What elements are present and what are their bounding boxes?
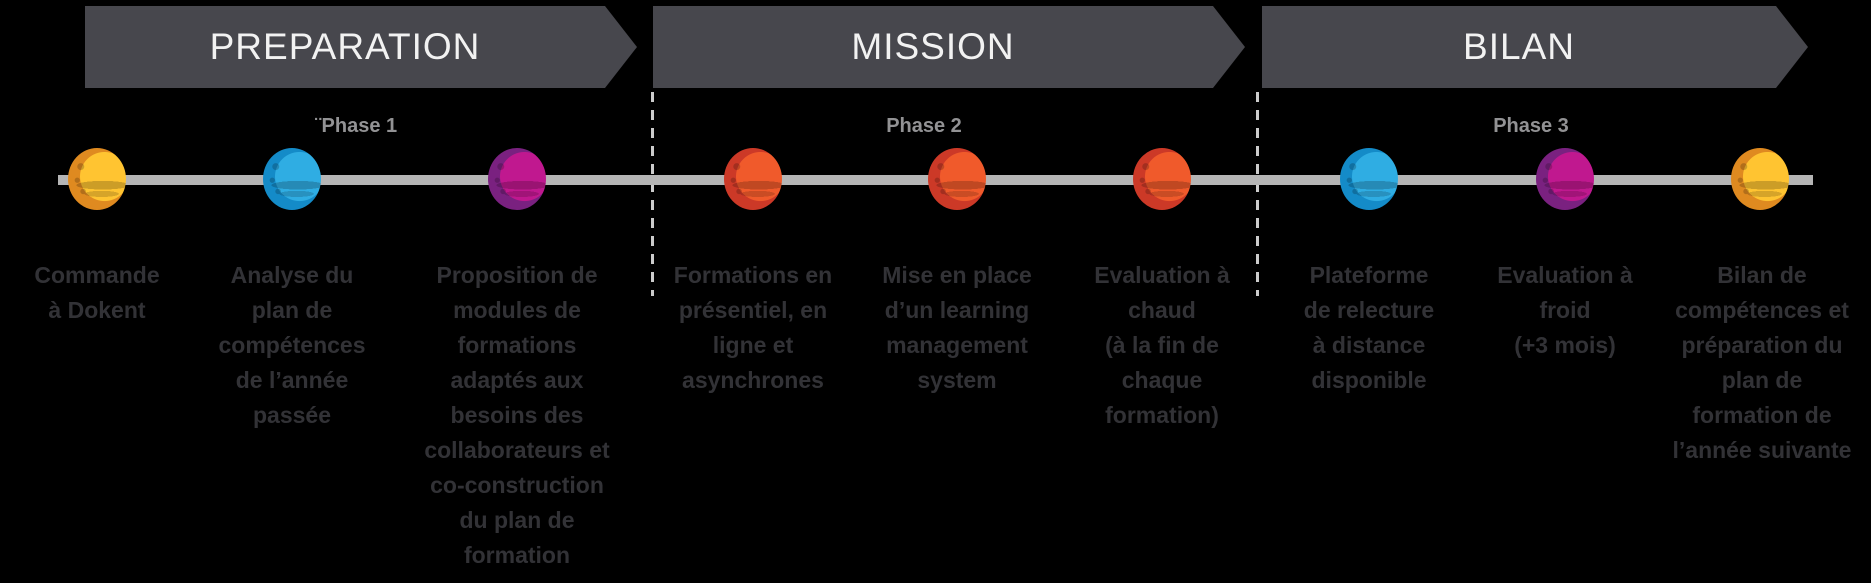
yellow-planet-icon-1 bbox=[68, 148, 126, 210]
step-text-8: Evaluation à froid (+3 mois) bbox=[1497, 262, 1633, 358]
step-text-9: Bilan de compétences et préparation du p… bbox=[1672, 262, 1852, 463]
yellow-planet-icon-9 bbox=[1731, 148, 1789, 210]
red-planet-icon-6 bbox=[1133, 148, 1191, 210]
banner-mission: MISSION bbox=[653, 6, 1245, 88]
step-text-3: Proposition de modules de formations ada… bbox=[424, 262, 610, 568]
step-text-6: Evaluation à chaud (à la fin de chaque f… bbox=[1094, 262, 1230, 428]
banner-mission-label: MISSION bbox=[851, 26, 1015, 67]
red-planet-icon-5 bbox=[928, 148, 986, 210]
phase-3-label: Phase 3 bbox=[1493, 115, 1569, 137]
banner-preparation: PREPARATION bbox=[85, 6, 637, 88]
red-planet-icon-4 bbox=[724, 148, 782, 210]
step-text-4: Formations en présentiel, en ligne et as… bbox=[673, 262, 833, 393]
step-text-5: Mise en place d’un learning management s… bbox=[882, 262, 1032, 393]
step-text-1: Commande à Dokent bbox=[34, 262, 160, 323]
phase-2-label: Phase 2 bbox=[886, 115, 962, 137]
banner-bilan: BILAN bbox=[1262, 6, 1808, 88]
phase-1-label: ¨Phase 1 bbox=[314, 115, 398, 137]
blue-planet-icon-7 bbox=[1340, 148, 1398, 210]
section-divider-1 bbox=[651, 92, 654, 296]
banner-preparation-label: PREPARATION bbox=[209, 26, 481, 67]
step-text-7: Plateforme de relecture à distance dispo… bbox=[1303, 262, 1435, 393]
banner-bilan-label: BILAN bbox=[1463, 26, 1575, 67]
section-divider-2 bbox=[1256, 92, 1259, 296]
purple-planet-icon-8 bbox=[1536, 148, 1594, 210]
purple-planet-icon-3 bbox=[488, 148, 546, 210]
step-text-2: Analyse du plan de compétences de l’anné… bbox=[218, 262, 366, 428]
blue-planet-icon-2 bbox=[263, 148, 321, 210]
